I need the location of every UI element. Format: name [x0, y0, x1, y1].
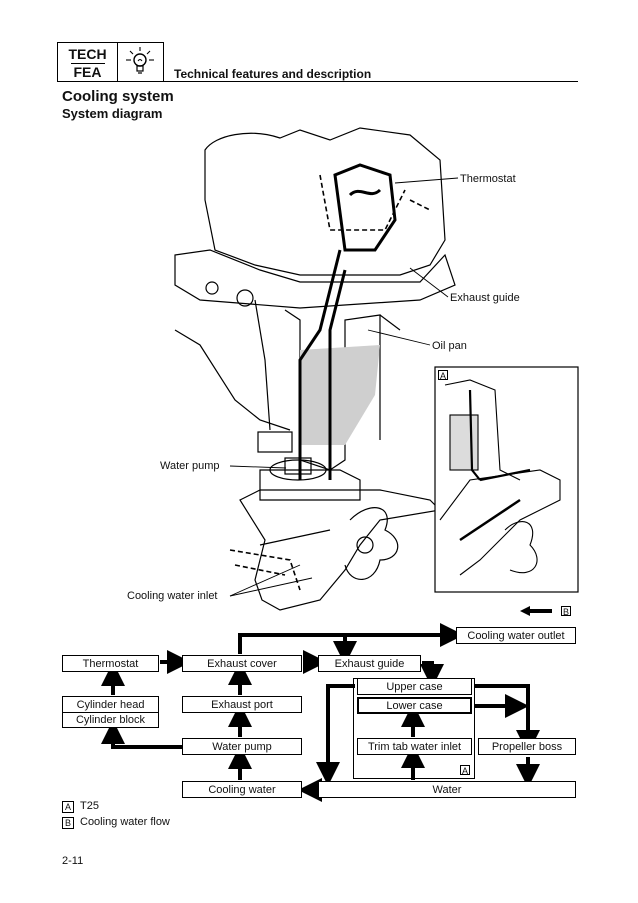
legend-marker-a: A — [62, 801, 74, 813]
oil-pan-shading — [300, 345, 380, 445]
area-a-marker: A — [460, 765, 470, 776]
label-thermostat: Thermostat — [460, 173, 516, 185]
legend-item-a: A T25 — [62, 800, 99, 813]
tech-label: TECH — [68, 46, 107, 62]
box-water: Water — [318, 781, 576, 798]
box-cylinder: Cylinder head Cylinder block — [62, 696, 159, 728]
box-exhaust-guide: Exhaust guide — [318, 655, 421, 672]
inset-flow — [468, 389, 531, 482]
label-water-pump: Water pump — [160, 460, 220, 472]
box-propeller-boss: Propeller boss — [478, 738, 576, 755]
box-water-pump: Water pump — [182, 738, 302, 755]
box-exhaust-port: Exhaust port — [182, 696, 302, 713]
box-cooling-water-outlet: Cooling water outlet — [456, 627, 576, 644]
page-subtitle: System diagram — [62, 106, 163, 121]
legend-text-a: T25 — [80, 800, 99, 812]
inset-marker-a: A — [438, 370, 448, 381]
label-cylinder-head: Cylinder head — [76, 698, 145, 711]
label-oil-pan: Oil pan — [432, 340, 467, 352]
section-title: Technical features and description — [174, 67, 372, 81]
header-rule — [164, 81, 578, 82]
cylinder-divider — [63, 711, 158, 713]
lightbulb-icon — [126, 47, 154, 74]
tech-fea-label: TECH FEA — [58, 43, 118, 81]
fea-label: FEA — [70, 63, 105, 80]
legend-marker-b: B — [62, 817, 74, 829]
cooling-flow-arrows — [101, 623, 540, 802]
page-title: Cooling system — [62, 88, 174, 105]
box-lower-case: Lower case — [357, 697, 472, 714]
inset-drawing — [439, 379, 561, 576]
engine-outline — [174, 127, 456, 611]
box-trim-tab-water-inlet: Trim tab water inlet — [357, 738, 472, 755]
label-cylinder-block: Cylinder block — [75, 713, 146, 726]
box-exhaust-cover: Exhaust cover — [182, 655, 302, 672]
legend-item-b: B Cooling water flow — [62, 816, 170, 829]
flow-marker-b: B — [561, 606, 571, 617]
outboard-engine-illustration — [174, 127, 579, 616]
inset-frame — [434, 366, 579, 593]
flow-paths — [229, 174, 431, 591]
label-cooling-water-inlet: Cooling water inlet — [127, 590, 218, 602]
cooling-passages — [298, 163, 397, 480]
legend-text-b: Cooling water flow — [80, 816, 170, 828]
leader-lines — [229, 177, 459, 597]
box-cooling-water: Cooling water — [182, 781, 302, 798]
page-number: 2-11 — [62, 855, 84, 867]
label-exhaust-guide: Exhaust guide — [450, 292, 520, 304]
tech-fea-badge: TECH FEA — [57, 42, 164, 82]
box-thermostat: Thermostat — [62, 655, 159, 672]
box-upper-case: Upper case — [357, 678, 472, 695]
